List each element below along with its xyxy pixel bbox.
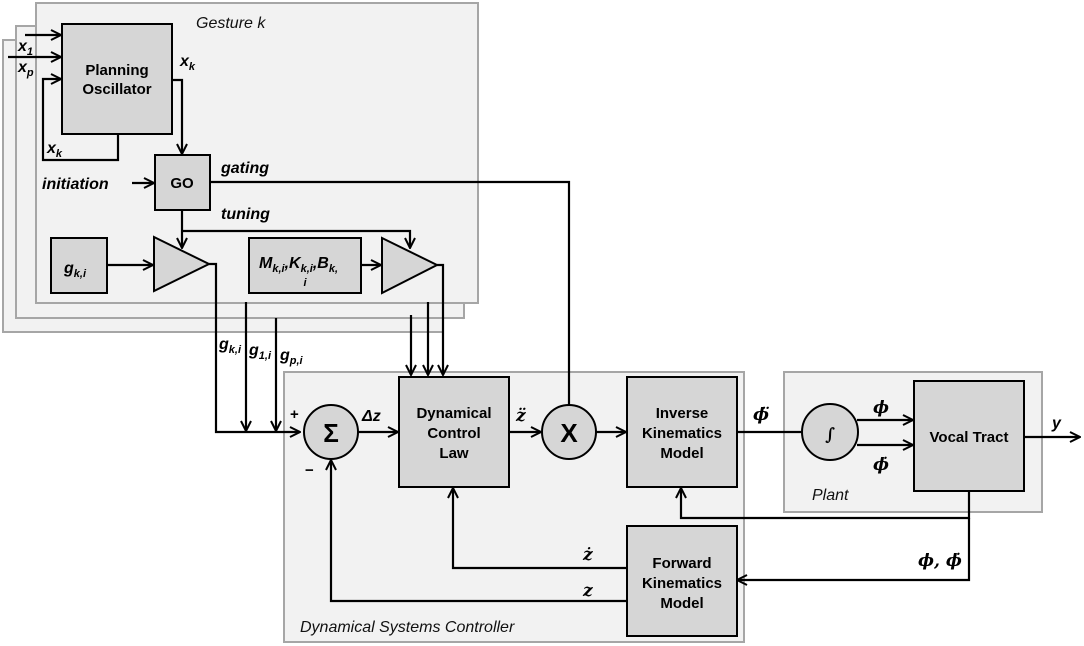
phi-dot-label: ϕ̇ <box>873 455 889 475</box>
phi-ddot-label: ϕ̈ <box>753 405 769 425</box>
xk-loop-wire <box>41 79 120 162</box>
mkb-label: Mk,i,Kk,i,Bk, <box>259 255 338 275</box>
xk-loop-label: xk <box>46 140 63 160</box>
z-dot-feedback-wire <box>453 488 627 570</box>
gesture-caption: Gesture k <box>196 15 266 32</box>
dcl-label-2: Control <box>427 425 480 442</box>
vocal-tract-block <box>913 380 1025 492</box>
minus-label: − <box>305 462 314 479</box>
multiplier-symbol: X <box>560 418 578 448</box>
gain-value-label: gk,i <box>63 260 87 280</box>
amp2-to-dcl-wire <box>437 263 443 375</box>
fk-label-1: Forward <box>652 555 711 572</box>
gki-wire <box>209 262 300 432</box>
z-ddot-label: z̈ <box>515 406 526 426</box>
z-label: z <box>582 581 593 601</box>
planning-oscillator-label-2: Oscillator <box>82 81 151 98</box>
g1i-label: g1,i <box>248 342 272 362</box>
y-label: y <box>1051 415 1062 432</box>
fk-label-2: Kinematics <box>642 575 722 592</box>
gating-wire <box>210 180 569 418</box>
dcl-label-1: Dynamical <box>416 405 491 422</box>
integrator-node <box>801 403 859 461</box>
tuning-label: tuning <box>221 206 270 223</box>
planning-oscillator-block <box>61 23 173 135</box>
plus-label: + <box>290 406 299 423</box>
inverse-kinematics-block <box>626 376 738 488</box>
tuning-wire-2 <box>182 229 410 248</box>
delta-z-label: Δz <box>361 408 381 425</box>
integrator-symbol: ∫ <box>825 425 835 445</box>
mkb-wrap-label: i <box>303 277 307 289</box>
ik-label-1: Inverse <box>656 405 709 422</box>
mkb-block <box>248 237 362 294</box>
ik-label-2: Kinematics <box>642 425 722 442</box>
xp-label: xp <box>17 59 34 79</box>
feedback-to-ik-wire <box>681 488 971 520</box>
phi-label: ϕ <box>873 398 889 418</box>
dynamical-control-law-block <box>398 376 510 488</box>
z-feedback-wire <box>331 460 627 603</box>
gpi-label: gp,i <box>279 347 304 367</box>
phi-phidot-label: ϕ, ϕ̇ <box>918 551 962 571</box>
ik-label-3: Model <box>660 445 703 462</box>
amplifier-2 <box>381 236 440 295</box>
feedback-to-fk-wire <box>737 518 971 580</box>
plant-caption: Plant <box>812 487 849 504</box>
planning-oscillator-label-1: Planning <box>85 62 148 79</box>
vocal-tract-label: Vocal Tract <box>930 429 1009 446</box>
fk-label-3: Model <box>660 595 703 612</box>
xk-out-label: xk <box>179 53 196 73</box>
amplifier-1 <box>153 235 212 293</box>
initiation-label: initiation <box>42 176 109 193</box>
gki-label: gk,i <box>218 336 242 356</box>
gain-value-block <box>50 237 108 294</box>
x1-label: x1 <box>17 38 33 58</box>
go-label: GO <box>170 175 194 192</box>
z-dot-label: ż <box>582 545 593 565</box>
gating-label: gating <box>220 160 269 177</box>
forward-kinematics-block <box>626 525 738 637</box>
dcl-label-3: Law <box>439 445 469 462</box>
controller-caption: Dynamical Systems Controller <box>300 619 515 636</box>
sum-symbol: Σ <box>323 418 339 448</box>
xk-to-go-wire <box>172 78 182 154</box>
go-block <box>154 154 211 211</box>
